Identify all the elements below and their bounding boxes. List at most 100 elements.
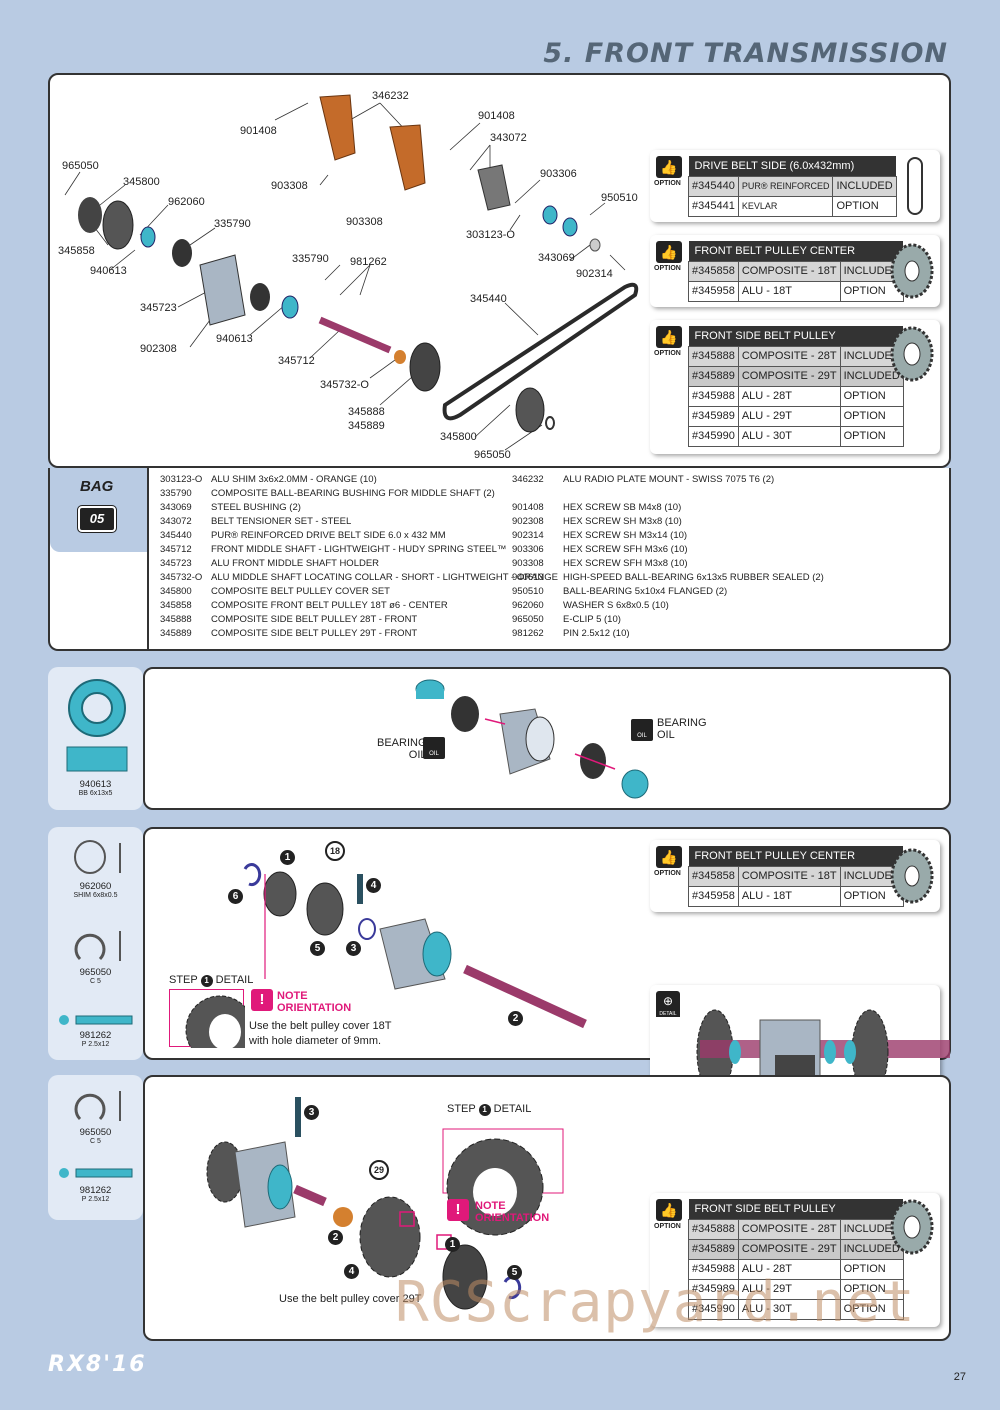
warning-icon: ! (447, 1199, 469, 1221)
thumbs-up-icon: 👍 (656, 1199, 682, 1221)
step-detail-box (169, 989, 255, 1065)
bag-part-number: 345889 (160, 628, 192, 639)
bag-part-description: COMPOSITE BALL-BEARING BUSHING FOR MIDDL… (211, 488, 495, 499)
bag-part-number: 345800 (160, 586, 192, 597)
step-number: 4 (344, 1264, 359, 1279)
part-label: 962060 (168, 196, 205, 208)
oil-icon: OIL (423, 737, 445, 759)
bag-part-number: 950510 (512, 586, 544, 597)
bag-part-number: 345723 (160, 558, 192, 569)
step-detail-title: STEP 1 DETAIL (447, 1103, 532, 1116)
part-label: 902308 (140, 343, 177, 355)
part-label: 345440 (470, 293, 507, 305)
step2-instruction: Use the belt pulley cover 18T (249, 1020, 392, 1032)
bearing-icon (66, 679, 128, 772)
bag-part-description: ALU MIDDLE SHAFT LOCATING COLLAR - SHORT… (211, 572, 558, 583)
note-orientation: NOTE ORIENTATION (475, 1200, 550, 1224)
pin-icon (59, 1168, 133, 1178)
e-clip-icon (74, 1091, 121, 1121)
bag-part-number: 902314 (512, 530, 544, 541)
thumbs-up-icon: 👍 (656, 846, 682, 868)
bag-part-description: HEX SCREW SFH M3x6 (10) (563, 544, 688, 555)
thumbs-up-icon: 👍 (656, 241, 682, 263)
step-number: 4 (366, 878, 381, 893)
bag-part-number: 901408 (512, 502, 544, 513)
bag-part-description: COMPOSITE SIDE BELT PULLEY 28T - FRONT (211, 614, 418, 625)
bag-part-description: E-CLIP 5 (10) (563, 614, 621, 625)
step3-instruction: Use the belt pulley cover 29T (279, 1293, 422, 1305)
bag-part-number: 335790 (160, 488, 192, 499)
bag-part-number: 343072 (160, 516, 192, 527)
warning-icon: ! (251, 989, 273, 1011)
bag-part-description: HIGH-SPEED BALL-BEARING 6x13x5 RUBBER SE… (563, 572, 824, 583)
part-label: 335790 (292, 253, 329, 265)
bag-part-description: BALL-BEARING 5x10x4 FLANGED (2) (563, 586, 728, 597)
part-label: 902314 (576, 268, 613, 280)
belt-icon (907, 157, 923, 215)
step-number: 1 (445, 1237, 460, 1252)
part-label: 345800 (440, 431, 477, 443)
bag-part-number: 346232 (512, 474, 544, 485)
part-label: 345732-O (320, 379, 369, 391)
exploded-diagram (64, 94, 639, 451)
step-detail-title: STEP 1 DETAIL (169, 974, 254, 987)
bag-part-number: 903306 (512, 544, 544, 555)
step1-diagram (415, 679, 649, 799)
part-label: 345723 (140, 302, 177, 314)
step-number: 2 (508, 1011, 523, 1026)
shim-icon (74, 840, 121, 874)
bag-title: BAG (80, 478, 114, 495)
step-number: 1 (280, 850, 295, 865)
step3-diagram (206, 1097, 564, 1310)
bearing-oil-label: BEARING OIL (657, 717, 707, 741)
step2-instruction: with hole diameter of 9mm. (249, 1035, 382, 1047)
bag-part-description: ALU RADIO PLATE MOUNT - SWISS 7075 T6 (2… (563, 474, 775, 485)
teeth-badge: 29 (369, 1160, 389, 1180)
thumbs-up-icon: 👍 (656, 326, 682, 348)
teeth-badge: 18 (325, 841, 345, 861)
part-label: 965050 (62, 160, 99, 172)
note-orientation: NOTE ORIENTATION (277, 990, 352, 1014)
bag-part-description: ALU FRONT MIDDLE SHAFT HOLDER (211, 558, 380, 569)
part-label: 345800 (123, 176, 160, 188)
page-title: 5. FRONT TRANSMISSION (543, 38, 948, 69)
bag-part-description: HEX SCREW SH M3x8 (10) (563, 516, 682, 527)
watermark: RCScrapyard.net (395, 1270, 916, 1335)
bag-part-number: 345712 (160, 544, 192, 555)
bag-part-description: COMPOSITE FRONT BELT PULLEY 18T ø6 - CEN… (211, 600, 448, 611)
step-number: 3 (346, 941, 361, 956)
part-label: 343072 (490, 132, 527, 144)
page-number: 27 (953, 1371, 966, 1383)
part-label: 981262 (350, 256, 387, 268)
part-label: 940613 (216, 333, 253, 345)
bag-part-number: 345858 (160, 600, 192, 611)
part-label: 343069 (538, 252, 575, 264)
thumbs-up-icon: 👍 (656, 156, 682, 178)
part-label: 335790 (214, 218, 251, 230)
oil-icon: OIL (631, 719, 653, 741)
pin-icon (59, 1015, 133, 1025)
part-label: 965050 (474, 449, 511, 461)
part-label: 950510 (601, 192, 638, 204)
bag-part-number: 940613 (512, 572, 544, 583)
bag-part-number: 345888 (160, 614, 192, 625)
bag-part-description: HEX SCREW SH M3x14 (10) (563, 530, 688, 541)
bag-part-number: 902308 (512, 516, 544, 527)
pulley-icon (890, 243, 934, 299)
bag-part-number: 345440 (160, 530, 192, 541)
bag-part-description: ALU SHIM 3x6x2.0MM - ORANGE (10) (211, 474, 377, 485)
bag-number: 05 (77, 505, 117, 533)
